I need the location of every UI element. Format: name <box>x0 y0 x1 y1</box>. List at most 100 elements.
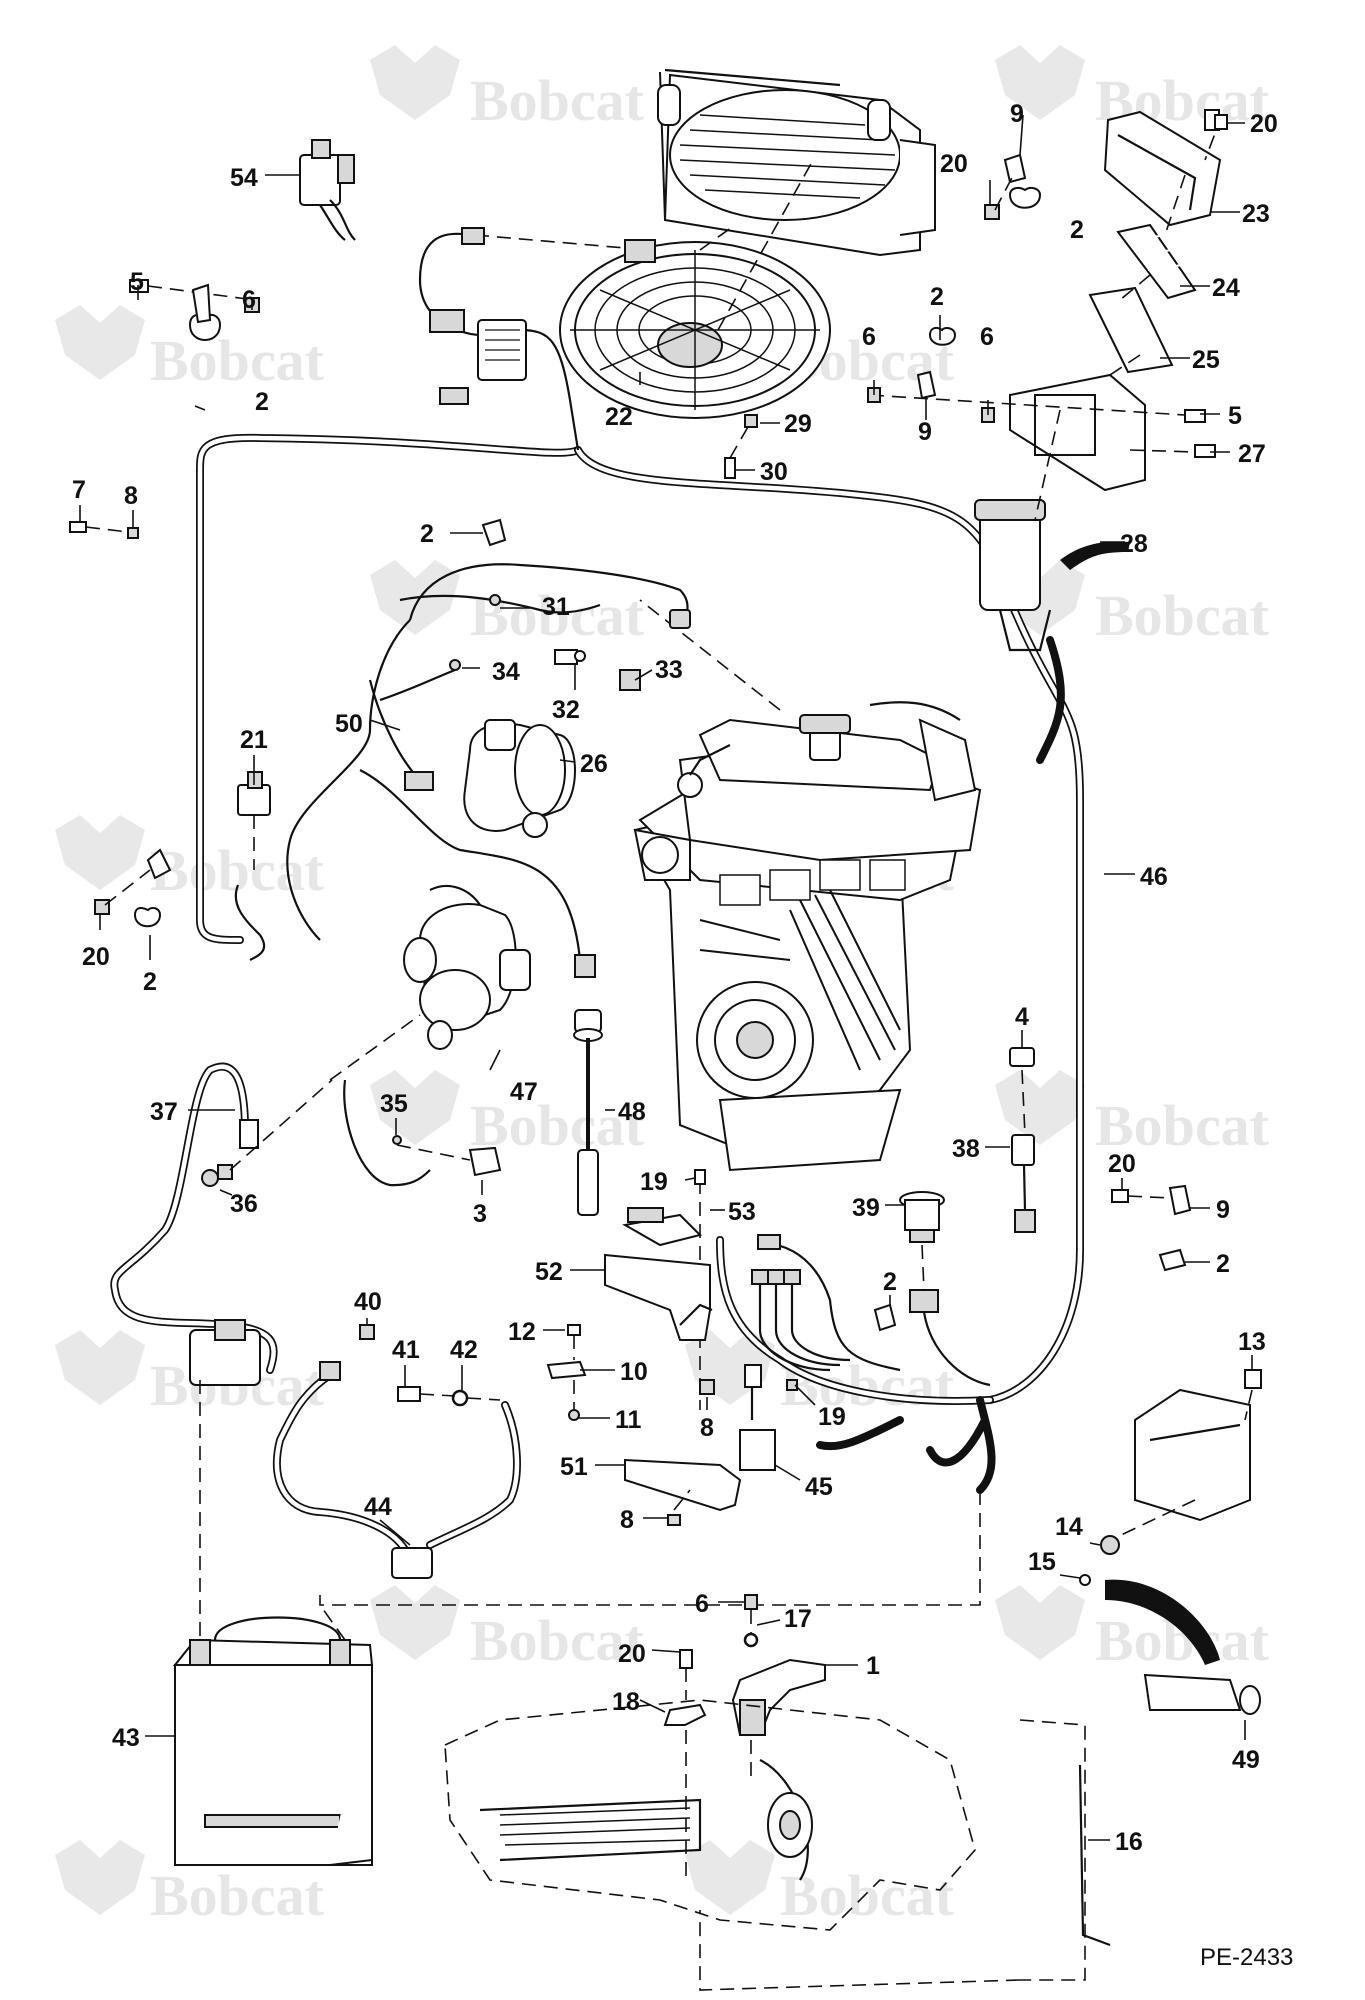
engine <box>633 599 982 1172</box>
callout-26: 26 <box>580 750 608 778</box>
bobcat-logo-icon <box>370 45 460 120</box>
watermark: Bobcat <box>55 1840 325 1928</box>
callout-1: 1 <box>866 1652 880 1680</box>
callout-38: 38 <box>952 1135 980 1163</box>
callout-17: 17 <box>784 1605 812 1633</box>
callout-12: 12 <box>508 1318 536 1346</box>
callout-52: 52 <box>535 1258 563 1286</box>
callout-21: 21 <box>240 726 268 754</box>
callout-2: 2 <box>1070 216 1084 244</box>
bobcat-logo-icon <box>370 1585 460 1660</box>
callout-32: 32 <box>552 696 580 724</box>
callout-20: 20 <box>82 943 110 971</box>
callout-31: 31 <box>542 593 570 621</box>
shield-bracket <box>1079 1369 1262 1586</box>
callout-45: 45 <box>805 1473 833 1501</box>
callout-6: 6 <box>695 1590 709 1618</box>
callout-47: 47 <box>510 1078 538 1106</box>
part-47 <box>403 884 531 1050</box>
part-52-53 <box>604 1169 713 1410</box>
callout-53: 53 <box>728 1198 756 1226</box>
callout-20: 20 <box>618 1640 646 1668</box>
callout-34: 34 <box>492 658 520 686</box>
leader-lines <box>79 114 1253 1841</box>
callout-9: 9 <box>1010 100 1024 128</box>
callout-3: 3 <box>473 1200 487 1228</box>
bobcat-logo-icon <box>55 305 145 380</box>
callout-42: 42 <box>450 1336 478 1364</box>
part-26 <box>463 719 576 838</box>
figure-id: PE-2433 <box>1200 1944 1293 1971</box>
watermark: Bobcat <box>370 1070 645 1158</box>
watermark-text: Bobcat <box>780 1353 955 1418</box>
callout-6: 6 <box>862 323 876 351</box>
watermark-text: Bobcat <box>470 68 645 133</box>
watermark-text: Bobcat <box>470 1608 645 1673</box>
radiator <box>657 68 936 257</box>
watermark-text: Bobcat <box>1095 583 1270 648</box>
callout-20: 20 <box>1250 110 1278 138</box>
watermark: Bobcat <box>995 1585 1270 1673</box>
bobcat-logo-icon <box>685 1840 775 1915</box>
bobcat-logo-icon <box>995 1070 1085 1145</box>
control-module-assembly <box>867 109 1228 652</box>
part-49 <box>1105 1579 1261 1715</box>
callout-9: 9 <box>1216 1196 1230 1224</box>
callout-5: 5 <box>1228 402 1242 430</box>
callout-43: 43 <box>112 1724 140 1752</box>
callout-44: 44 <box>364 1493 392 1521</box>
callout-25: 25 <box>1192 346 1220 374</box>
watermark-text: Bobcat <box>1095 1093 1270 1158</box>
part-37 <box>110 1062 278 1386</box>
bobcat-logo-icon <box>995 1585 1085 1660</box>
machine-frame <box>444 1699 976 1931</box>
callout-30: 30 <box>760 458 788 486</box>
part-1 <box>731 1658 826 1736</box>
callout-10: 10 <box>620 1358 648 1386</box>
battery <box>172 1616 374 1866</box>
callout-28: 28 <box>1120 530 1148 558</box>
callout-29: 29 <box>784 410 812 438</box>
callout-2: 2 <box>883 1268 897 1296</box>
callout-20: 20 <box>1108 1150 1136 1178</box>
callout-2: 2 <box>143 968 157 996</box>
watermark-text: Bobcat <box>470 1093 645 1158</box>
callout-9: 9 <box>918 418 932 446</box>
callout-2: 2 <box>1216 1250 1230 1278</box>
callout-8: 8 <box>700 1414 714 1442</box>
part-48 <box>573 1009 603 1216</box>
watermark: Bobcat <box>685 1840 955 1928</box>
callout-24: 24 <box>1212 274 1240 302</box>
callout-33: 33 <box>655 656 683 684</box>
part-4-38 <box>1009 1047 1036 1233</box>
callout-8: 8 <box>620 1506 634 1534</box>
callout-6: 6 <box>980 323 994 351</box>
watermark-text: Bobcat <box>150 838 325 903</box>
callout-18: 18 <box>612 1688 640 1716</box>
bobcat-logo-icon <box>55 815 145 890</box>
callout-4: 4 <box>1015 1003 1029 1031</box>
callout-2: 2 <box>930 283 944 311</box>
callout-37: 37 <box>150 1098 178 1126</box>
watermark: Bobcat <box>370 1585 645 1673</box>
sensor-harness <box>286 563 691 978</box>
callout-16: 16 <box>1115 1828 1143 1856</box>
connector-bundle <box>751 1269 851 1372</box>
bobcat-logo-icon <box>370 1070 460 1145</box>
part-54 <box>265 139 356 241</box>
watermark-text: Bobcat <box>470 583 645 648</box>
watermark-text: Bobcat <box>780 1863 955 1928</box>
callout-5: 5 <box>130 268 144 296</box>
callout-23: 23 <box>1242 200 1270 228</box>
callout-7: 7 <box>72 476 86 504</box>
callout-6: 6 <box>242 286 256 314</box>
watermark: Bobcat <box>370 45 645 133</box>
cooling-fan <box>559 239 831 419</box>
watermark-text: Bobcat <box>150 328 325 393</box>
callout-22: 22 <box>605 403 633 431</box>
callout-2: 2 <box>255 388 269 416</box>
callout-49: 49 <box>1232 1746 1260 1774</box>
watermark: Bobcat <box>995 45 1270 133</box>
part-39 <box>899 1191 991 1387</box>
callout-19: 19 <box>818 1403 846 1431</box>
